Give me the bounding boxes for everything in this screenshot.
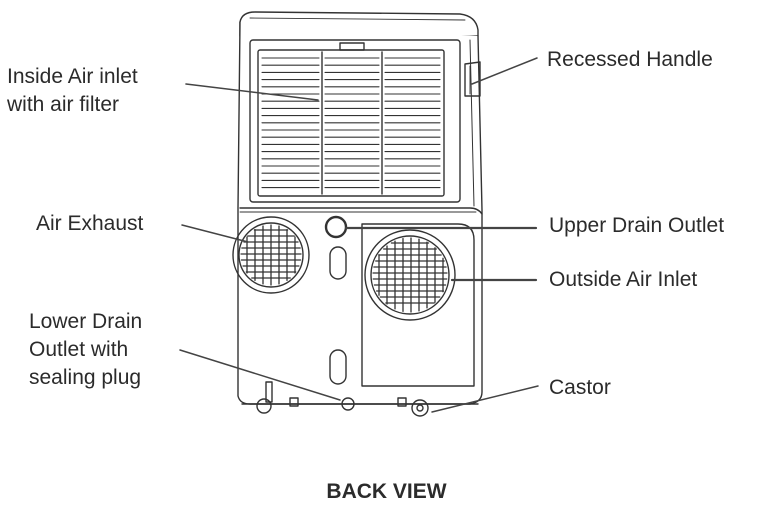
filter-slats [261, 57, 441, 189]
recessed-handle [464, 61, 481, 97]
outside-air-inlet-grille [372, 237, 448, 313]
lower-drain-plug [341, 397, 355, 411]
bottom-foot [397, 397, 407, 407]
label-line: sealing plug [29, 366, 142, 389]
filter-top-tab [339, 42, 365, 51]
outside-air-inlet-panel [361, 223, 475, 387]
right-side-edge [469, 39, 475, 207]
bottom-foot [289, 397, 299, 407]
air-exhaust-inner-ring [238, 222, 304, 288]
leader-castor [431, 385, 539, 413]
top-cap-edge [249, 17, 466, 21]
upper-slot [329, 246, 347, 280]
diagram-caption: BACK VIEW [326, 480, 447, 503]
air-exhaust-grille [240, 224, 302, 286]
lower-drain-stem [265, 381, 273, 403]
label-line: Outlet with [29, 338, 129, 361]
label-line: Inside Air inlet [7, 65, 138, 88]
castor-right [411, 399, 429, 417]
leader-air-exhaust [181, 224, 249, 243]
castor-right-hub [416, 404, 424, 412]
label-upper-drain-outlet: Upper Drain Outlet [549, 214, 725, 237]
label-recessed-handle: Recessed Handle [547, 48, 713, 71]
outside-air-inlet-inner-ring [370, 235, 450, 315]
label-air-exhaust: Air Exhaust [36, 212, 144, 235]
leader-recessed-handle [471, 57, 538, 85]
panel-divider [239, 207, 483, 215]
label-line: with air filter [7, 93, 120, 116]
leader-inside-air-inlet [185, 83, 319, 101]
leader-lines [179, 57, 539, 413]
castor-left [256, 398, 272, 414]
air-exhaust-outer-ring [232, 216, 310, 294]
label-line: Lower Drain [29, 310, 143, 333]
filter-panel-frame [249, 39, 461, 203]
outside-air-inlet-outer-ring [364, 229, 456, 321]
lower-slot [329, 349, 347, 385]
label-inside-air-inlet: Inside Air inlet with air filter [7, 63, 138, 119]
label-outside-air-inlet: Outside Air Inlet [549, 268, 698, 291]
label-castor: Castor [549, 376, 611, 399]
leader-lower-drain-outlet [179, 349, 341, 401]
label-lower-drain-outlet: Lower Drain Outlet with sealing plug [29, 308, 142, 392]
